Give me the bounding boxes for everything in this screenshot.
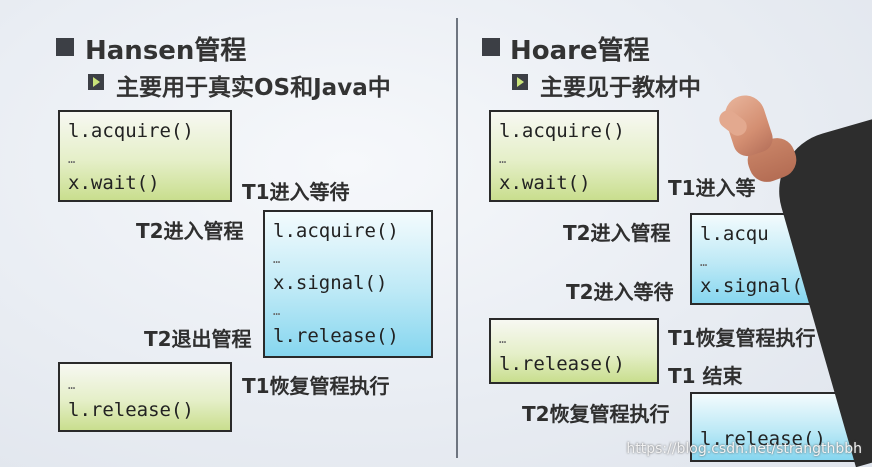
code-line: x.wait() xyxy=(68,172,160,194)
label-t1-wait: T1进入等待 xyxy=(242,180,350,204)
code-line: l.acqu xyxy=(700,223,769,245)
code-ellipsis: … xyxy=(499,152,507,166)
watermark-url: https://blog.csdn.net/strangthbbh xyxy=(626,441,862,457)
hansen-t1-release-box: … l.release() xyxy=(58,362,232,432)
hoare-t2-release-box: l.release() xyxy=(690,392,862,462)
label-t2-enter: T2进入管程 xyxy=(136,219,244,243)
hoare-title: Hoare管程 xyxy=(510,36,650,66)
label-t1-resume: T1恢复管程执行 xyxy=(668,326,816,350)
code-ellipsis: … xyxy=(273,252,281,266)
code-line: l.release() xyxy=(700,428,826,450)
code-ellipsis: … xyxy=(499,332,507,346)
code-line: l.release() xyxy=(68,399,194,421)
label-t2-enter: T2进入管程 xyxy=(563,221,671,245)
code-line: l.acquire() xyxy=(273,220,399,242)
code-line: l.acquire() xyxy=(68,120,194,142)
hansen-title: Hansen管程 xyxy=(85,36,247,66)
label-t1-end: T1 结束 xyxy=(668,364,743,388)
hansen-t1-code-box: l.acquire() … x.wait() xyxy=(58,110,232,202)
code-line: x.signal() xyxy=(700,275,815,297)
code-ellipsis: … xyxy=(68,152,76,166)
bullet-arrow-icon xyxy=(88,74,104,90)
bullet-square-icon xyxy=(56,38,74,56)
code-line: l.release() xyxy=(499,353,625,375)
hoare-t1-release-box: … l.release() xyxy=(489,318,659,384)
hoare-t1-code-box: l.acquire() … x.wait() xyxy=(489,110,659,202)
code-ellipsis: … xyxy=(700,255,708,269)
label-t1-wait: T1进入等 xyxy=(668,176,756,200)
code-line: l.acquire() xyxy=(499,120,625,142)
label-t2-exit: T2退出管程 xyxy=(144,327,252,351)
label-t1-resume: T1恢复管程执行 xyxy=(242,374,390,398)
hoare-subtitle: 主要见于教材中 xyxy=(540,75,701,101)
label-t2-wait: T2进入等待 xyxy=(566,280,674,304)
hansen-subtitle: 主要用于真实OS和Java中 xyxy=(116,75,391,101)
bullet-arrow-icon xyxy=(512,74,528,90)
center-divider xyxy=(456,18,458,458)
code-line: l.release() xyxy=(273,325,399,347)
code-ellipsis: … xyxy=(273,304,281,318)
code-line: x.signal() xyxy=(273,272,388,294)
hansen-t2-code-box: l.acquire() … x.signal() … l.release() xyxy=(263,210,433,358)
code-ellipsis: … xyxy=(68,378,76,392)
bullet-square-icon xyxy=(482,38,500,56)
code-line: x.wait() xyxy=(499,172,591,194)
label-t2-resume: T2恢复管程执行 xyxy=(522,402,670,426)
